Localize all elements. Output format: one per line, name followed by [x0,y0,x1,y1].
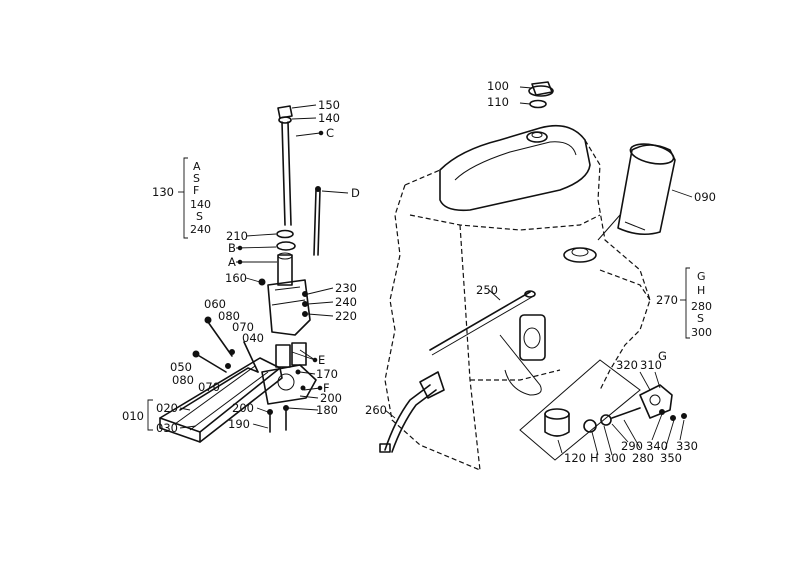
label-030: 030 [156,421,178,435]
label-270-G: G [697,270,706,283]
label-270-S: S [697,312,704,325]
label-F: F [323,381,330,395]
label-250: 250 [476,283,498,297]
label-270-H: H [697,284,705,297]
bracket-270 [685,267,690,339]
label-130-F: F [193,184,199,197]
label-040: 040 [242,331,264,345]
label-020: 020 [156,401,178,415]
label-E: E [318,353,325,367]
label-080a: 080 [218,309,240,323]
label-G: G [658,349,667,363]
label-350: 350 [660,451,682,465]
label-230: 230 [335,281,357,295]
label-240: 240 [335,295,357,309]
oil-filler-cap [528,81,554,109]
label-270: 270 [656,293,678,307]
label-H: H [590,451,599,465]
label-340: 340 [646,439,668,453]
oil-pump-assembly [159,105,321,443]
label-160: 160 [225,271,247,285]
label-130-S1: S [193,172,200,185]
label-190: 190 [228,417,250,431]
bracket-010 [147,399,153,431]
label-320: 320 [616,358,638,372]
engine-block [384,124,651,471]
label-180: 180 [316,403,338,417]
label-100: 100 [487,79,509,93]
drain-plug [544,408,570,437]
label-280: 280 [632,451,654,465]
label-290: 290 [621,439,643,453]
label-200b: 200 [232,401,254,415]
label-B: B [228,241,236,255]
label-200a: 200 [320,391,342,405]
label-070b: 070 [198,380,220,394]
label-220: 220 [335,309,357,323]
label-130-140: 140 [190,198,211,211]
bracket-130 [183,157,188,239]
label-D: D [351,186,360,200]
label-330: 330 [676,439,698,453]
label-140: 140 [318,111,340,125]
label-070a: 070 [232,320,254,334]
label-A: A [228,255,236,269]
label-050: 050 [170,360,192,374]
label-010: 010 [122,409,144,423]
label-260: 260 [365,403,387,417]
label-130: 130 [152,185,174,199]
label-110: 110 [487,95,509,109]
dipstick [379,290,536,453]
label-080b: 080 [172,373,194,387]
label-170: 170 [316,367,338,381]
label-270-280: 280 [691,300,712,313]
label-270-300: 300 [691,326,712,339]
label-300: 300 [604,451,626,465]
oil-filter [617,143,676,236]
label-310: 310 [640,358,662,372]
label-130-A: A [193,160,201,173]
label-090: 090 [694,190,716,204]
label-150: 150 [318,98,340,112]
label-120: 120 [564,451,586,465]
label-130-240: 240 [190,223,211,236]
relief-valve-assembly [583,384,687,433]
leader-lines [178,86,693,456]
label-130-S2: S [196,210,203,223]
label-210: 210 [226,229,248,243]
label-060: 060 [204,297,226,311]
label-C: C [326,126,334,140]
